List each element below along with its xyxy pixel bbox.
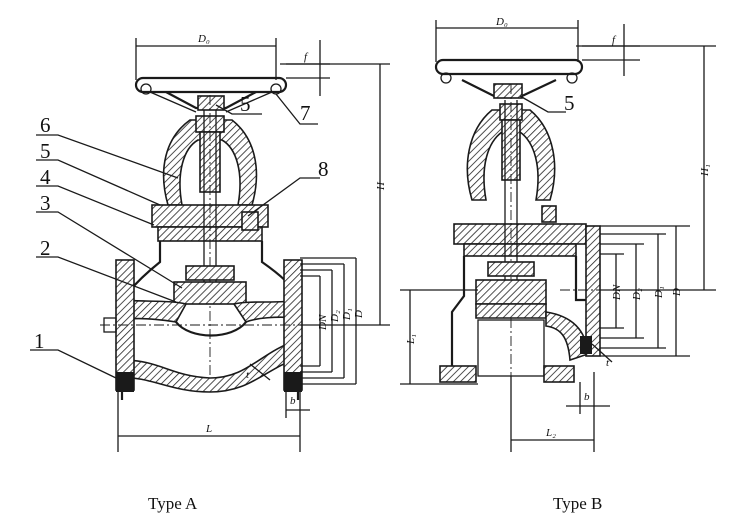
callout-5-b: 5	[564, 91, 575, 115]
callout-8: 8	[318, 157, 329, 181]
callout-7: 7	[300, 101, 311, 125]
callout-5: 5	[40, 139, 51, 163]
dim-d0-b: D₀	[495, 16, 508, 28]
type-b-handwheel	[434, 58, 584, 99]
dim-t: t	[246, 369, 250, 381]
callout-1: 1	[34, 329, 45, 353]
dim-dn: DN	[317, 314, 329, 331]
callout-2: 2	[40, 236, 51, 260]
dim-d2-b: D₂	[631, 288, 643, 301]
dim-d-b: D	[671, 288, 683, 297]
dim-d: D	[353, 310, 365, 319]
caption-type-b: Type B	[553, 494, 603, 513]
type-b-bonnet	[453, 103, 587, 257]
dim-f-top-b: f	[612, 34, 617, 46]
type-b-body	[439, 225, 601, 383]
dim-f-top: f	[304, 51, 309, 63]
callout-6: 6	[40, 113, 51, 137]
caption-type-a: Type A	[148, 494, 198, 513]
callout-4: 4	[40, 165, 51, 189]
dim-l: L	[205, 423, 212, 435]
type-a-drawing: 6 5 4 3 2 1 5 7 8 D₀ f H L b t DN D₂ D₁ …	[30, 33, 390, 452]
dim-l2: L₂	[545, 427, 556, 439]
dim-t-b: t	[606, 357, 610, 369]
dim-b: b	[290, 395, 296, 407]
dim-h1: H₁	[699, 164, 711, 177]
dim-dn-b: DN	[611, 284, 623, 301]
dim-l1: L₁	[405, 334, 417, 345]
dim-d0: D₀	[197, 33, 210, 45]
dim-d2: D₂	[329, 310, 341, 323]
dim-h: H	[375, 181, 387, 191]
callout-3: 3	[40, 191, 51, 215]
dim-d1-b: D₁	[653, 286, 665, 299]
dim-b-b: b	[584, 391, 590, 403]
callout-5-top: 5	[240, 92, 251, 116]
type-b-drawing: 5 D₀ f H₁ L₁ L₂ b t DN D₂ D₁ D	[400, 16, 716, 452]
type-a-body	[103, 241, 303, 400]
type-a-handwheel	[134, 76, 288, 113]
dim-d1: D₁	[341, 308, 353, 321]
